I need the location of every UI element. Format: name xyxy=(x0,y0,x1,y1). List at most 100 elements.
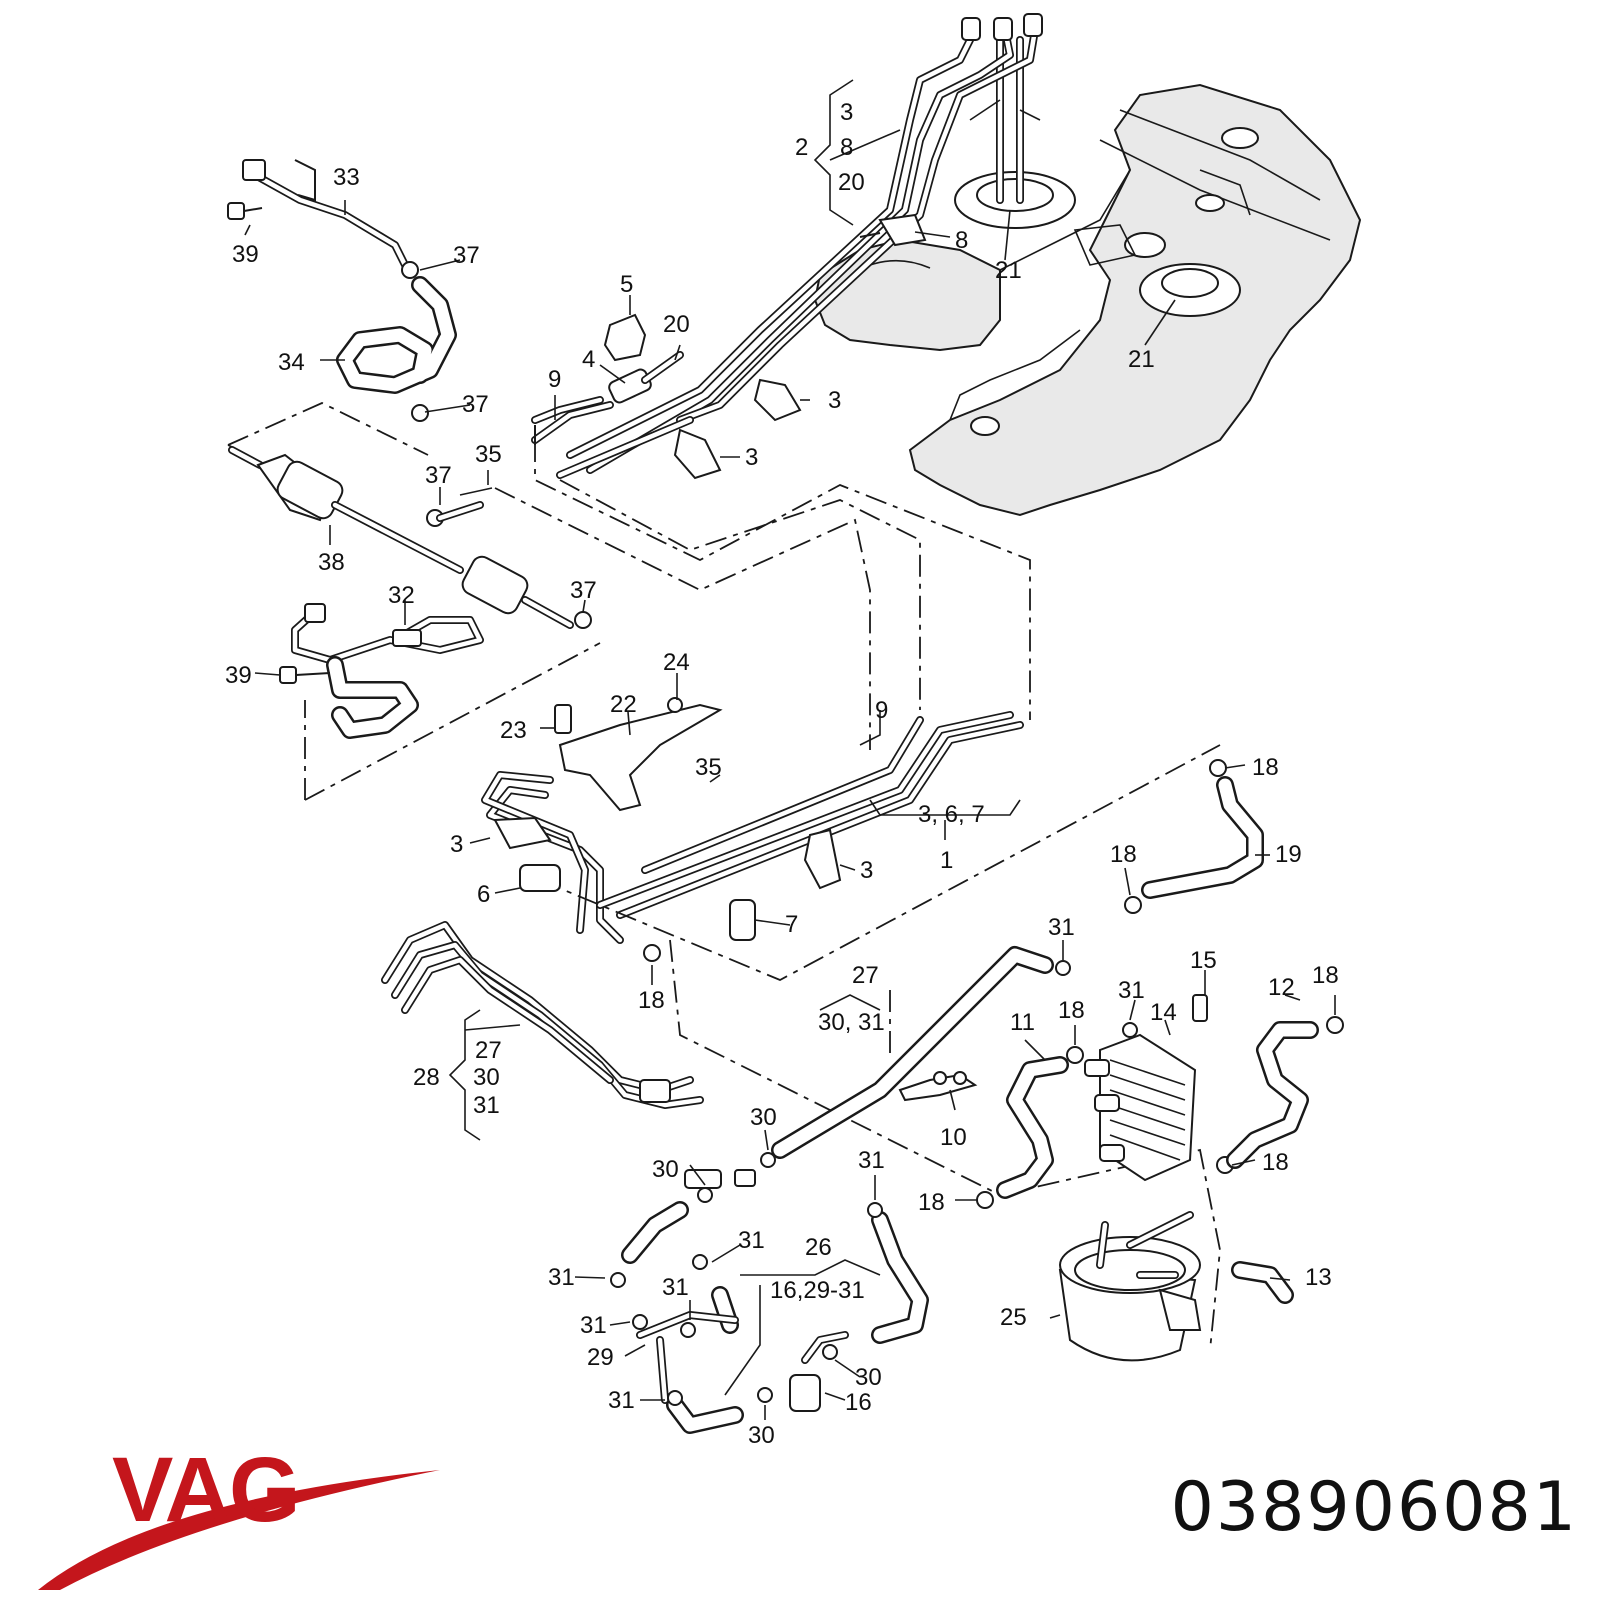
callout-18-c: 18 xyxy=(638,987,665,1014)
callout-3-a: 3 xyxy=(828,387,841,414)
callout-2: 2 xyxy=(795,134,808,161)
callout-3-d: 3 xyxy=(860,857,873,884)
callout-3-c: 3 xyxy=(450,831,463,858)
callout-10: 10 xyxy=(940,1124,967,1151)
callout-35-a: 35 xyxy=(475,441,502,468)
callout-27-b: 27 xyxy=(475,1037,502,1064)
callout-4: 4 xyxy=(582,346,595,373)
bracket-10 xyxy=(898,1071,978,1102)
callout-13: 13 xyxy=(1305,1264,1332,1291)
callout-8-top: 8 xyxy=(840,134,853,161)
callout-38: 38 xyxy=(318,549,345,576)
callout-20-top: 20 xyxy=(838,169,865,196)
callout-18-g: 18 xyxy=(918,1189,945,1216)
callout-31-i: 31 xyxy=(608,1387,635,1414)
fuel-line-bundle xyxy=(481,26,1039,944)
callout-1: 1 xyxy=(940,847,953,874)
callout-24: 24 xyxy=(663,649,690,676)
hose-34 xyxy=(336,276,457,394)
callout-25: 25 xyxy=(1000,1304,1027,1331)
hose-11 xyxy=(996,1056,1069,1199)
callout-30-d: 30 xyxy=(855,1364,882,1391)
callout-31-a: 31 xyxy=(1048,914,1075,941)
callout-37-d: 37 xyxy=(570,577,597,604)
bracket-22 xyxy=(554,697,723,812)
callout-18-d: 18 xyxy=(1312,962,1339,989)
clips-3 xyxy=(493,378,842,890)
callout-30-a: 30 xyxy=(473,1064,500,1091)
callout-29: 29 xyxy=(587,1344,614,1371)
callout-37-b: 37 xyxy=(462,391,489,418)
callout-31-e: 31 xyxy=(738,1227,765,1254)
clamps-37 xyxy=(401,261,592,629)
callout-31-f: 31 xyxy=(548,1264,575,1291)
pump-parts xyxy=(531,313,684,445)
pipes-28 xyxy=(381,921,704,1109)
callout-18-b: 18 xyxy=(1110,841,1137,868)
fuel-filter-38 xyxy=(228,446,574,629)
callout-28: 28 xyxy=(413,1064,440,1091)
callout-7: 7 xyxy=(785,911,798,938)
callout-11: 11 xyxy=(1010,1009,1035,1036)
clamps-30-31 xyxy=(610,960,1138,1406)
callout-18-a: 18 xyxy=(1252,754,1279,781)
callout-32: 32 xyxy=(388,582,415,609)
brand-logo-text: VAG xyxy=(112,1439,301,1541)
callout-31-c: 31 xyxy=(473,1092,500,1119)
hose-assembly-33 xyxy=(242,159,409,269)
callout-22: 22 xyxy=(610,691,637,718)
part-number: 038906081 xyxy=(1170,1468,1578,1547)
fuel-tank xyxy=(813,83,1362,517)
clip-7 xyxy=(729,899,756,941)
callout-14: 14 xyxy=(1150,999,1177,1026)
callout-31-h: 31 xyxy=(580,1312,607,1339)
hose-12 xyxy=(1226,1021,1319,1169)
callout-6: 6 xyxy=(477,881,490,908)
callout-21-b: 21 xyxy=(1128,346,1155,373)
callout-21-a: 21 xyxy=(995,257,1022,284)
callout-31-b: 31 xyxy=(1118,977,1145,1004)
dashed-guides xyxy=(227,402,1221,1351)
callout-39-a: 39 xyxy=(232,241,259,268)
callout-30-b: 30 xyxy=(750,1104,777,1131)
callout-19: 19 xyxy=(1275,841,1302,868)
callout-5: 5 xyxy=(620,271,633,298)
callout-31-d: 31 xyxy=(858,1147,885,1174)
hose-13 xyxy=(1231,1261,1294,1304)
filter-housing-25 xyxy=(1058,1211,1202,1362)
callout-35-b: 35 xyxy=(695,754,722,781)
callout-3-b: 3 xyxy=(745,444,758,471)
callouts: 3 8 20 2 33 39 37 34 37 5 4 20 9 8 21 21… xyxy=(225,99,1339,1449)
vag-logo-swoosh xyxy=(38,1470,440,1590)
callout-8: 8 xyxy=(955,227,968,254)
cooler-14 xyxy=(1084,994,1208,1182)
callout-16: 16 xyxy=(845,1389,872,1416)
callout-18-f: 18 xyxy=(1262,1149,1289,1176)
callout-9-b: 9 xyxy=(875,697,888,724)
callout-30-e: 30 xyxy=(748,1422,775,1449)
callout-18-e: 18 xyxy=(1058,997,1085,1024)
callout-34: 34 xyxy=(278,349,305,376)
callout-37-a: 37 xyxy=(453,242,480,269)
callout-20: 20 xyxy=(663,311,690,338)
line-caps xyxy=(961,13,1043,41)
callout-31-g: 31 xyxy=(662,1274,689,1301)
hose-19 xyxy=(1141,776,1264,899)
callout-33: 33 xyxy=(333,164,360,191)
hose-32 xyxy=(279,603,484,739)
callout-39-b: 39 xyxy=(225,662,252,689)
callout-30-c: 30 xyxy=(652,1156,679,1183)
leader-lines xyxy=(244,79,1336,1420)
callout-37-c: 37 xyxy=(425,462,452,489)
screw-39-a xyxy=(227,202,263,220)
callout-3-6-7: 3, 6, 7 xyxy=(918,801,985,828)
callout-12: 12 xyxy=(1268,974,1295,1001)
callout-16-29-31: 16,29-31 xyxy=(770,1277,865,1304)
callout-23: 23 xyxy=(500,717,527,744)
clip-6 xyxy=(519,864,561,892)
callout-26: 26 xyxy=(805,1234,832,1261)
callout-30-31-a: 30, 31 xyxy=(818,1009,885,1036)
callout-3-top: 3 xyxy=(840,99,853,126)
callout-15: 15 xyxy=(1190,947,1217,974)
